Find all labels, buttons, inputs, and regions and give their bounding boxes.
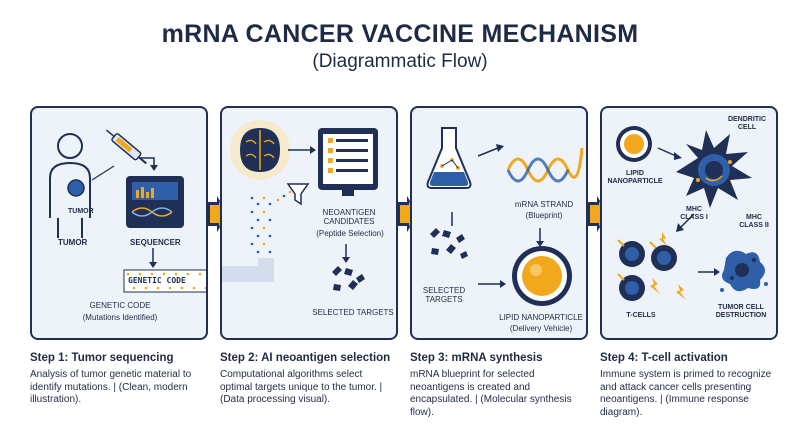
step-3-desc: mRNA blueprint for selected neoantigens … bbox=[410, 369, 572, 418]
mrna-strand-sublabel: (Blueprint) bbox=[525, 211, 563, 220]
tumor-icon bbox=[67, 179, 85, 197]
funnel-icon bbox=[286, 183, 310, 206]
panel1-illustration bbox=[49, 129, 206, 293]
code-dots bbox=[126, 272, 206, 290]
sequencer-icon bbox=[126, 176, 184, 228]
mhc-class-1-label: MHC CLASS I bbox=[680, 206, 708, 222]
lipid-nanoparticle-icon bbox=[512, 246, 572, 306]
lnp-label: LIPID NANOPARTICLE bbox=[499, 313, 583, 322]
panel-mrna-synthesis: mRNA STRAND (Blueprint) SELECTED TARGETS… bbox=[410, 106, 588, 340]
panel-ai-selection: NEOANTIGEN CANDIDATES (Peptide Selection… bbox=[220, 106, 398, 340]
candidates-sublabel: (Peptide Selection) bbox=[316, 229, 384, 238]
selected-targets-label: SELECTED TARGETS bbox=[422, 286, 466, 305]
flow-arrow-to-sequencer bbox=[140, 157, 155, 166]
lnp-sublabel: (Delivery Vehicle) bbox=[509, 324, 573, 333]
ai-brain-icon bbox=[230, 120, 290, 180]
syringe-icon bbox=[105, 129, 147, 165]
genetic-code-label: GENETIC CODE bbox=[89, 301, 151, 310]
candidates-label: NEOANTIGEN CANDIDATES bbox=[322, 208, 376, 227]
sequencer-label: SEQUENCER bbox=[130, 238, 181, 247]
page-subtitle: (Diagrammatic Flow) bbox=[312, 51, 488, 72]
panel3-illustration bbox=[426, 127, 584, 306]
monitor-icon bbox=[318, 128, 378, 196]
selected-targets-icon bbox=[430, 228, 468, 259]
tumor-destruction-label: TUMOR CELL DESTRUCTION bbox=[715, 304, 767, 320]
t-cells-icon bbox=[617, 239, 677, 301]
tumor-cell-destruction-icon bbox=[720, 250, 768, 292]
mrna-strand-label: mRNA STRAND bbox=[514, 200, 574, 209]
dendritic-cell-icon bbox=[676, 130, 752, 208]
page-title: mRNA CANCER VACCINE MECHANISM bbox=[161, 20, 639, 48]
step-1-desc: Analysis of tumor genetic material to id… bbox=[30, 369, 192, 405]
lnp-small-icon bbox=[616, 126, 652, 162]
t-cells-label: T-CELLS bbox=[626, 312, 656, 319]
data-stream-dots bbox=[250, 190, 292, 254]
flask-icon bbox=[426, 127, 472, 189]
genetic-code-strip bbox=[123, 269, 206, 293]
selected-peptides-icon bbox=[332, 266, 365, 291]
step-4-desc: Immune system is primed to recognize and… bbox=[600, 369, 772, 418]
needle-line bbox=[91, 165, 115, 181]
panel2-illustration bbox=[222, 120, 378, 291]
panel4-illustration bbox=[616, 126, 768, 301]
genetic-code-sublabel: (Mutations Identified) bbox=[82, 313, 158, 322]
panel-tumor-sequencing: TUMOR TUMOR SEQUENCER GENETIC CODE GENET… bbox=[30, 106, 208, 340]
mhc-class-2-label: MHC CLASS II bbox=[739, 214, 769, 230]
panel-tcell-activation: DENDRITIC CELL LIPID NANOPARTICLE MHC CL… bbox=[600, 106, 778, 340]
human-body-icon bbox=[49, 133, 91, 238]
selected-targets-label: SELECTED TARGETS bbox=[312, 308, 394, 317]
genetic-code-strip-text: GENETIC CODE bbox=[128, 276, 186, 285]
attack-spark-icon bbox=[650, 232, 686, 300]
step-1-title: Step 1: Tumor sequencing bbox=[30, 352, 174, 364]
step-3-title: Step 3: mRNA synthesis bbox=[410, 352, 543, 364]
lipid-np-label: LIPID NANOPARTICLE bbox=[607, 170, 663, 186]
step-2-desc: Computational algorithms select optimal … bbox=[220, 369, 383, 405]
mrna-strand-icon bbox=[506, 147, 584, 183]
tumor-label: TUMOR bbox=[58, 238, 88, 247]
stream-band bbox=[222, 258, 274, 282]
step-2-title: Step 2: AI neoantigen selection bbox=[220, 352, 391, 364]
tumor-body-label: TUMOR bbox=[68, 208, 94, 215]
step-4-title: Step 4: T-cell activation bbox=[600, 352, 728, 364]
dendritic-cell-label: DENDRITIC CELL bbox=[727, 116, 767, 132]
